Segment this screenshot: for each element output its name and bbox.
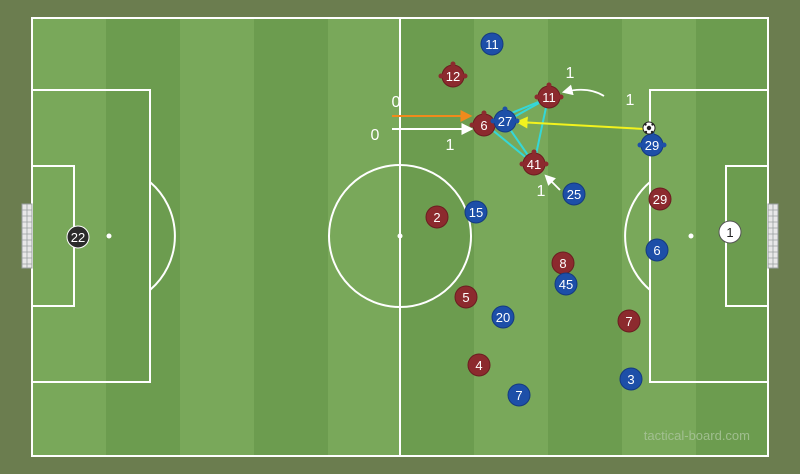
player-red-41[interactable]: 41 — [519, 149, 549, 176]
player-red-5[interactable]: 5 — [454, 285, 478, 309]
right-penalty-arc — [624, 181, 651, 291]
goalkeeper-22[interactable]: 22 — [66, 225, 90, 249]
svg-text:6: 6 — [653, 243, 660, 258]
player-blue-25[interactable]: 25 — [562, 182, 586, 206]
annotation-1-bottom: 1 — [537, 183, 546, 200]
player-blue-6[interactable]: 6 — [645, 238, 669, 262]
goal-right — [767, 203, 779, 269]
player-blue-3[interactable]: 3 — [619, 367, 643, 391]
annotation-0-white: 0 — [371, 127, 380, 144]
left-penalty-spot — [106, 233, 112, 239]
svg-text:29: 29 — [645, 138, 659, 153]
svg-text:41: 41 — [527, 157, 541, 172]
svg-text:27: 27 — [498, 114, 512, 129]
center-circle — [328, 164, 472, 308]
player-blue-15[interactable]: 15 — [464, 200, 488, 224]
player-red-12[interactable]: 12 — [438, 61, 468, 88]
svg-text:2: 2 — [433, 210, 440, 225]
goalkeepers: 22 1 — [66, 220, 742, 249]
svg-text:6: 6 — [480, 118, 487, 133]
pass-arrow-yellow — [515, 116, 646, 130]
annotation-1-right: 1 — [626, 92, 635, 109]
annotation-1-left: 1 — [446, 137, 455, 154]
player-red-11[interactable]: 11 — [534, 82, 564, 109]
svg-text:45: 45 — [559, 277, 573, 292]
press-arrow-curve — [561, 84, 605, 97]
player-red-4[interactable]: 4 — [467, 353, 491, 377]
svg-text:29: 29 — [653, 192, 667, 207]
svg-text:5: 5 — [462, 290, 469, 305]
svg-text:3: 3 — [627, 372, 634, 387]
team-blue: 11 27 29 25 15 6 45 — [464, 32, 669, 407]
ball-icon[interactable] — [642, 121, 656, 135]
player-red-7[interactable]: 7 — [617, 309, 641, 333]
player-red-8[interactable]: 8 — [551, 251, 575, 275]
goalkeeper-1[interactable]: 1 — [718, 220, 742, 244]
player-red-29[interactable]: 29 — [648, 187, 672, 211]
svg-text:20: 20 — [496, 310, 510, 325]
svg-text:4: 4 — [475, 358, 482, 373]
player-blue-11[interactable]: 11 — [480, 32, 504, 56]
svg-text:15: 15 — [469, 205, 483, 220]
svg-text:1: 1 — [726, 225, 733, 240]
left-penalty-arc — [149, 181, 176, 291]
press-arrow-short — [544, 174, 561, 191]
center-spot — [397, 233, 403, 239]
annotation-1-top: 1 — [566, 65, 575, 82]
player-blue-45[interactable]: 45 — [554, 272, 578, 296]
svg-text:11: 11 — [542, 90, 556, 105]
svg-text:22: 22 — [71, 230, 85, 245]
svg-text:8: 8 — [559, 256, 566, 271]
goal-left — [21, 203, 33, 269]
right-penalty-spot — [688, 233, 694, 239]
watermark: tactical-board.com — [644, 428, 750, 443]
svg-text:25: 25 — [567, 187, 581, 202]
player-blue-7[interactable]: 7 — [507, 383, 531, 407]
team-red: 12 11 6 41 2 29 — [425, 61, 672, 377]
svg-text:7: 7 — [515, 388, 522, 403]
player-blue-20[interactable]: 20 — [491, 305, 515, 329]
svg-text:12: 12 — [446, 69, 460, 84]
player-red-2[interactable]: 2 — [425, 205, 449, 229]
player-blue-27[interactable]: 27 — [490, 106, 520, 133]
svg-text:7: 7 — [625, 314, 632, 329]
annotation-0-orange: 0 — [392, 94, 401, 111]
svg-text:11: 11 — [485, 37, 499, 52]
